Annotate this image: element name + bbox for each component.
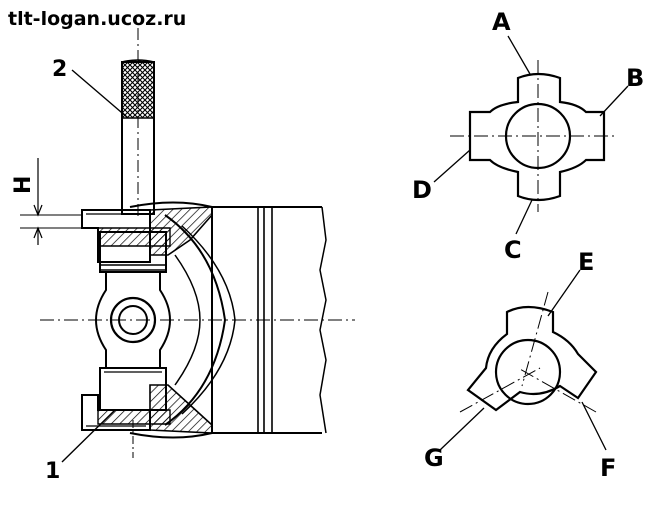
label-g: G [424,444,444,472]
joint-assembly [20,28,355,463]
watermark-text: tlt-logan.ucoz.ru [8,8,187,30]
label-h: H [11,176,36,194]
label-d: D [412,176,432,204]
label-c: C [504,236,522,264]
label-f: F [600,454,616,482]
labels: 2 1 H A B D C E F G [11,8,644,484]
label-one: 1 [45,459,60,484]
label-a: A [492,8,511,36]
four-lobe-view [433,35,629,235]
three-lobe-view [439,269,607,451]
label-e: E [578,248,594,276]
label-two: 2 [52,57,67,82]
label-b: B [626,64,644,92]
